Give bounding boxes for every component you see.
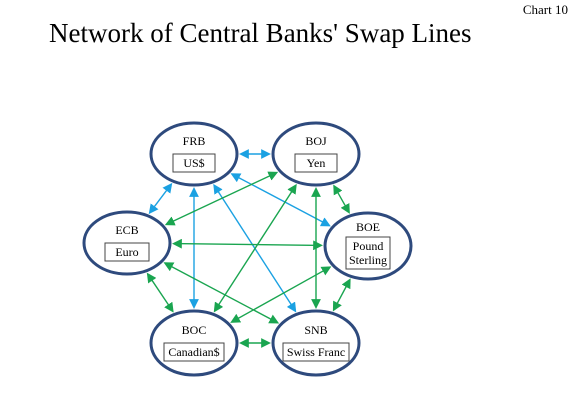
currency-label-boe: Pound [353, 239, 384, 253]
bank-node-ecb: ECB Euro [82, 210, 172, 276]
bank-node-snb: SNB Swiss Franc [271, 309, 361, 377]
bank-name-boj: BOJ [305, 134, 327, 148]
bank-name-boe: BOE [356, 220, 380, 234]
bank-name-ecb: ECB [115, 223, 138, 237]
currency-label-frb: US$ [183, 156, 204, 170]
currency-label-ecb: Euro [115, 245, 138, 259]
bank-name-snb: SNB [304, 323, 327, 337]
bank-name-boc: BOC [182, 323, 207, 337]
bank-node-boj: BOJ Yen [271, 121, 361, 187]
currency-box-frb [172, 153, 216, 173]
currency-label-boj: Yen [307, 156, 326, 170]
currency-label-boe: Sterling [349, 253, 387, 267]
swap-line-boe-snb [332, 278, 351, 312]
bank-node-frb: FRB US$ [149, 121, 239, 187]
bank-node-boc: BOC Canadian$ [149, 309, 239, 377]
links-layer [146, 149, 351, 348]
page-title: Network of Central Banks' Swap Lines [49, 18, 472, 48]
currency-box-boe [345, 236, 391, 270]
swap-line-ecb-boe [172, 238, 323, 251]
swap-line-boj-boe [333, 184, 350, 214]
swap-line-ecb-boc [146, 272, 174, 313]
bank-name-frb: FRB [183, 134, 206, 148]
currency-label-boc: Canadian$ [168, 345, 219, 359]
currency-label-snb: Swiss Franc [287, 345, 345, 359]
currency-box-ecb [104, 242, 150, 262]
currency-box-boc [163, 342, 225, 362]
currency-box-boj [294, 153, 338, 173]
chart-number-label: Chart 10 [522, 2, 568, 17]
swap-line-boe-boc [230, 266, 332, 323]
swap-line-frb-ecb [148, 182, 173, 215]
currency-box-snb [282, 342, 350, 362]
